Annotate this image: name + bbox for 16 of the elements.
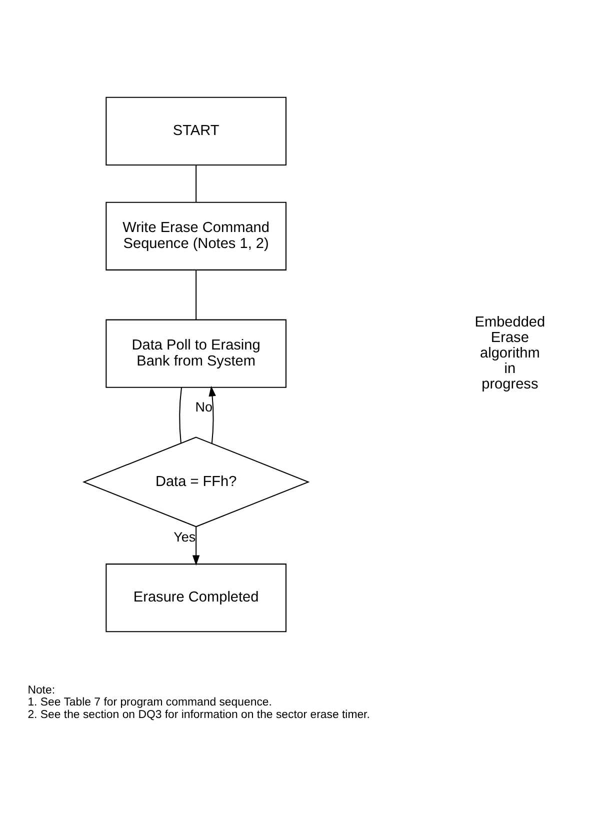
arrow [208,386,216,444]
edge-label: No [194,400,212,415]
label: 2. See the section on DQ3 for information on the sector erase timer. [27,709,370,722]
label: Note: [27,684,55,696]
connector [178,387,182,443]
edge-label: Yes [173,530,196,545]
connector [195,270,196,320]
node-box: Data Poll to Erasing Bank from System [105,319,286,388]
connector [195,165,196,202]
label: Embedded Erase algorithm in progress [474,314,545,393]
node-box: START [105,96,286,166]
node-box: Erasure Completed [105,564,286,632]
node-box: Write Erase Command Sequence (Notes 1, 2) [105,202,286,270]
label: 1. See Table 7 for program command sequence. [27,696,272,709]
node-diamond: Data = FFh? [82,436,310,528]
arrow [192,526,200,566]
